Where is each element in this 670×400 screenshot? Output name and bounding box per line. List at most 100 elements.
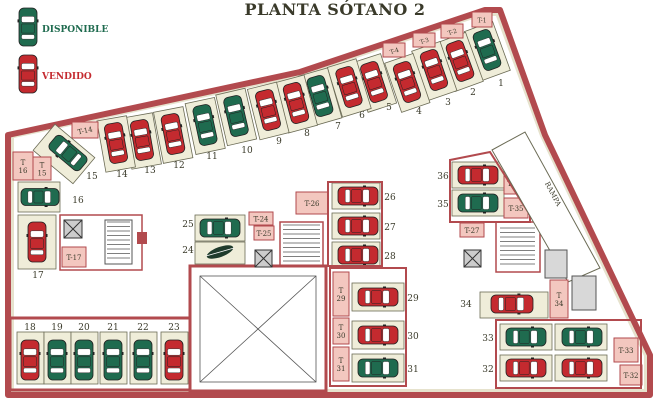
car-mirror — [122, 352, 124, 355]
car-rear-window — [464, 196, 471, 210]
car-roof — [197, 120, 213, 133]
car-36 — [457, 164, 499, 186]
car-windshield — [136, 348, 150, 356]
storage-unit — [332, 271, 350, 317]
car-mirror — [483, 184, 486, 186]
car-mirror — [66, 352, 68, 355]
stall-number: 35 — [437, 200, 449, 210]
car-roof — [23, 356, 37, 367]
car-mirror — [412, 71, 416, 75]
storage-label: T-32 — [623, 372, 638, 380]
car-34 — [490, 293, 534, 315]
car-rear-window — [136, 146, 151, 154]
car-roof — [371, 361, 382, 375]
car-17 — [26, 221, 48, 263]
car-rear-window — [345, 92, 359, 102]
car-windshield — [382, 361, 390, 375]
car-rear-window — [370, 87, 384, 97]
car-32-a — [505, 357, 547, 379]
stall-number: 6 — [359, 111, 365, 121]
car-roof — [479, 44, 496, 59]
car-mirror — [587, 346, 590, 348]
stair-well — [279, 221, 324, 267]
car-roof — [366, 76, 383, 91]
car-roof — [30, 238, 44, 249]
car-windshield — [516, 297, 525, 311]
car-mirror — [180, 124, 183, 128]
car-roof — [351, 189, 362, 203]
car-rear-window — [30, 249, 44, 256]
car-mirror — [223, 110, 227, 114]
car-rear-window — [403, 87, 418, 97]
car-rear-window — [263, 116, 278, 124]
storage-unit — [332, 346, 350, 382]
car-rear-window — [50, 367, 64, 374]
car-windshield — [477, 37, 492, 48]
car-rear-window — [21, 34, 35, 40]
car-windshield — [167, 348, 181, 356]
car-33-a — [505, 326, 547, 348]
car-9 — [255, 89, 281, 131]
car-mirror — [17, 66, 19, 70]
car-1 — [472, 29, 502, 71]
car-roof — [77, 356, 91, 367]
storage-unit — [613, 337, 639, 363]
car-30 — [357, 324, 399, 346]
car-roof — [371, 328, 382, 342]
car-mirror — [44, 187, 48, 189]
car-windshield — [224, 221, 232, 235]
car-windshield — [586, 361, 594, 375]
car-mirror — [421, 65, 424, 69]
car-mirror — [363, 215, 366, 217]
storage-unit — [471, 11, 493, 28]
car-rear-window — [344, 219, 351, 233]
car-19 — [46, 339, 68, 381]
storage-label: 29 — [337, 295, 346, 303]
stall-number: 24 — [182, 246, 194, 256]
car-roof — [260, 105, 276, 118]
car-windshield — [362, 189, 370, 203]
car-mirror — [55, 154, 59, 158]
car-mirror — [132, 352, 134, 355]
storage-label: T-33 — [618, 347, 633, 355]
void-outline — [199, 275, 317, 383]
car-mirror — [183, 352, 185, 355]
stall-number: 26 — [384, 193, 396, 203]
car-windshield — [23, 348, 37, 356]
car-mirror — [19, 352, 21, 355]
storage-label: T — [339, 324, 344, 332]
car-rear-window — [291, 109, 306, 117]
car-mirror — [73, 352, 75, 355]
car-20 — [73, 339, 95, 381]
storage-label: T — [339, 287, 344, 295]
car-3 — [419, 49, 449, 91]
stall-number: 16 — [72, 196, 84, 206]
car-roof — [399, 76, 416, 91]
car-33-b — [561, 326, 603, 348]
storage-unit — [549, 279, 569, 319]
stall-number: 30 — [407, 332, 419, 342]
car-mirror — [383, 286, 386, 288]
car-roof — [575, 361, 586, 375]
stall-number: 2 — [470, 88, 476, 98]
storage-unit — [412, 32, 436, 48]
car-rear-window — [456, 66, 471, 76]
car-mirror — [44, 205, 48, 207]
storage-unit — [382, 42, 406, 58]
car-roof — [213, 221, 224, 235]
stall-number: 22 — [137, 323, 148, 333]
stall-number: 23 — [168, 323, 180, 333]
car-35 — [457, 192, 499, 214]
stair-well — [104, 219, 133, 265]
car-mirror — [531, 357, 534, 359]
storage-label: T-17 — [66, 254, 81, 262]
storage-unit — [332, 317, 350, 345]
stall-number: 32 — [482, 365, 493, 375]
car-mirror — [130, 133, 133, 137]
car-11 — [192, 104, 218, 146]
car-31 — [357, 357, 399, 379]
car-2 — [445, 40, 475, 82]
legend-item-available: DISPONIBLE — [42, 25, 109, 35]
car-roof — [519, 330, 530, 344]
